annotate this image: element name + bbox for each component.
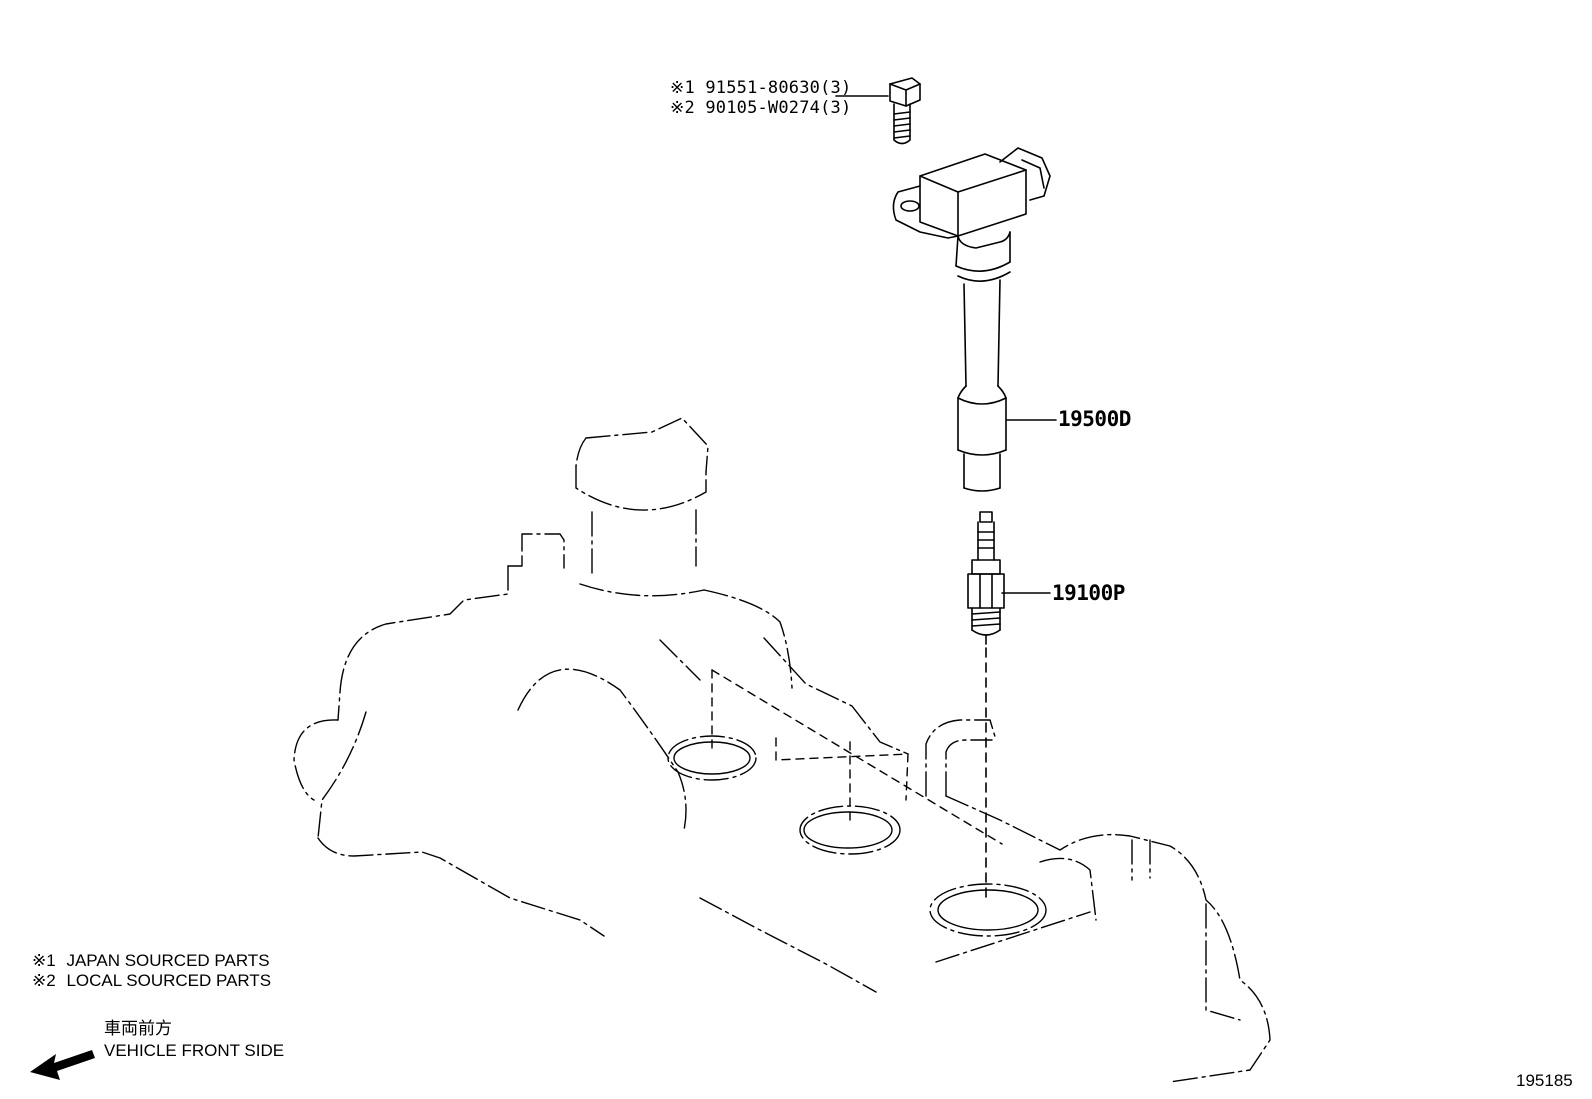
diagram-reference-number: 195185 xyxy=(1516,1071,1573,1090)
note-1-text: JAPAN SOURCED PARTS xyxy=(66,951,270,970)
bolt-1-number: 91551-80630(3) xyxy=(705,78,852,98)
note-local-sourced: ※2 LOCAL SOURCED PARTS xyxy=(32,972,271,989)
direction-label-japanese: 車両前方 xyxy=(104,1019,172,1038)
bolt-drawing[interactable] xyxy=(889,77,921,145)
bolt-1-mark: ※1 xyxy=(670,78,695,98)
note-2-mark: ※2 xyxy=(32,971,56,990)
bolt-part-number-1[interactable]: ※1 91551-80630(3) xyxy=(670,80,851,97)
spark-plug-part-number[interactable]: 19100P xyxy=(1052,581,1125,605)
vehicle-front-arrow-icon xyxy=(30,1050,95,1080)
bolt-part-number-2[interactable]: ※2 90105-W0274(3) xyxy=(670,100,851,117)
direction-label-english: VEHICLE FRONT SIDE xyxy=(104,1041,285,1060)
ignition-coil-part-number[interactable]: 19500D xyxy=(1058,407,1131,431)
note-1-mark: ※1 xyxy=(32,951,56,970)
ignition-coil-drawing[interactable] xyxy=(892,147,1051,492)
note-japan-sourced: ※1 JAPAN SOURCED PARTS xyxy=(32,952,270,969)
spark-plug-drawing[interactable] xyxy=(967,511,1005,645)
cylinder-head-cover-phantom xyxy=(293,417,1271,1083)
bolt-2-number: 90105-W0274(3) xyxy=(705,98,852,118)
note-2-text: LOCAL SOURCED PARTS xyxy=(66,971,272,990)
bolt-2-mark: ※2 xyxy=(670,98,695,118)
